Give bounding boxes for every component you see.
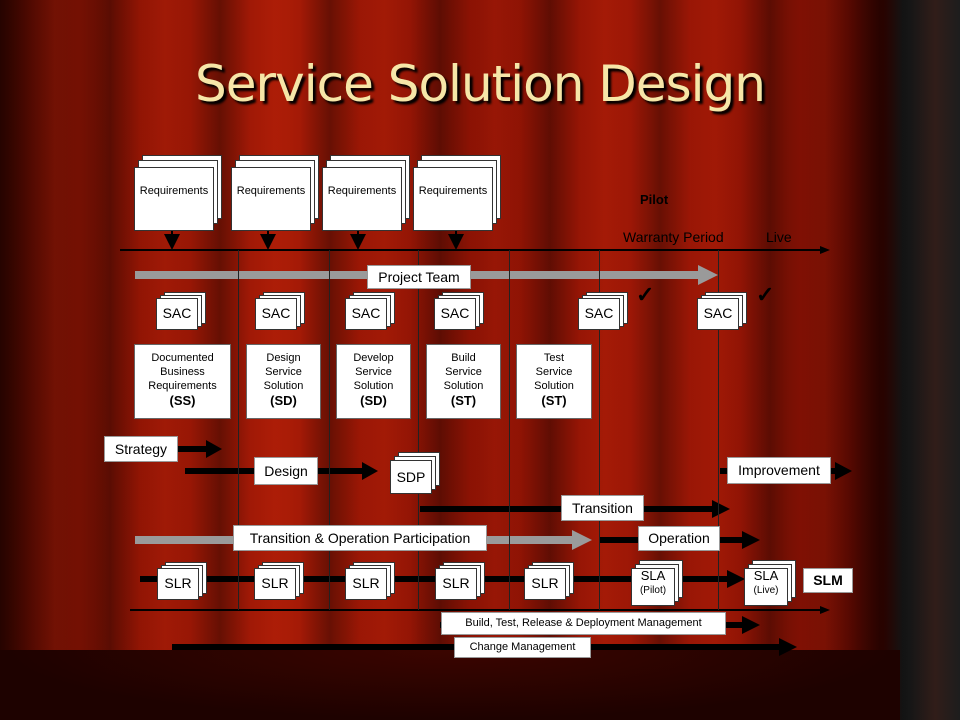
curtain-hem	[0, 650, 900, 720]
phase-divider	[718, 250, 719, 610]
slr-document: SLR	[524, 562, 574, 600]
build-test-release-deployment-label: Build, Test, Release & Deployment Manage…	[441, 612, 726, 635]
sac-document: SAC	[345, 292, 395, 330]
checkmark-icon: ✓	[636, 282, 655, 307]
project-team-label: Project Team	[367, 265, 471, 289]
sla-pilot-document: SLA (Pilot)	[631, 560, 685, 606]
sac-document: SAC	[434, 292, 484, 330]
slr-document: SLR	[435, 562, 485, 600]
requirements-document: Requirements	[413, 155, 501, 235]
sac-document: SAC	[255, 292, 305, 330]
slide-title: Service Solution Design	[195, 55, 766, 113]
phase-divider	[418, 250, 419, 610]
checkmark-icon: ✓	[756, 282, 775, 307]
sdp-document: SDP	[390, 452, 440, 494]
transition-label: Transition	[561, 495, 644, 521]
sac-document: SAC	[156, 292, 206, 330]
design-label: Design	[254, 457, 318, 485]
warranty-period-label: Warranty Period	[623, 229, 724, 245]
pilot-label: Pilot	[640, 192, 669, 207]
slr-document: SLR	[157, 562, 207, 600]
strategy-label: Strategy	[104, 436, 178, 462]
sac-document: SAC	[578, 292, 628, 330]
phase-divider	[238, 250, 239, 610]
operation-label: Operation	[638, 526, 720, 551]
sla-live-document: SLA (Live)	[744, 560, 798, 606]
phase-divider	[329, 250, 330, 610]
phase-divider	[599, 250, 600, 610]
phase-divider	[509, 250, 510, 610]
live-label: Live	[766, 229, 792, 245]
slm-label: SLM	[803, 568, 853, 593]
transition-operation-participation-label: Transition & Operation Participation	[233, 525, 487, 551]
slr-document: SLR	[254, 562, 304, 600]
requirements-document: Requirements	[322, 155, 410, 235]
change-management-label: Change Management	[454, 637, 591, 658]
requirements-document: Requirements	[231, 155, 319, 235]
slr-document: SLR	[345, 562, 395, 600]
requirements-document: Requirements	[134, 155, 222, 235]
improvement-label: Improvement	[727, 457, 831, 484]
sac-document: SAC	[697, 292, 747, 330]
